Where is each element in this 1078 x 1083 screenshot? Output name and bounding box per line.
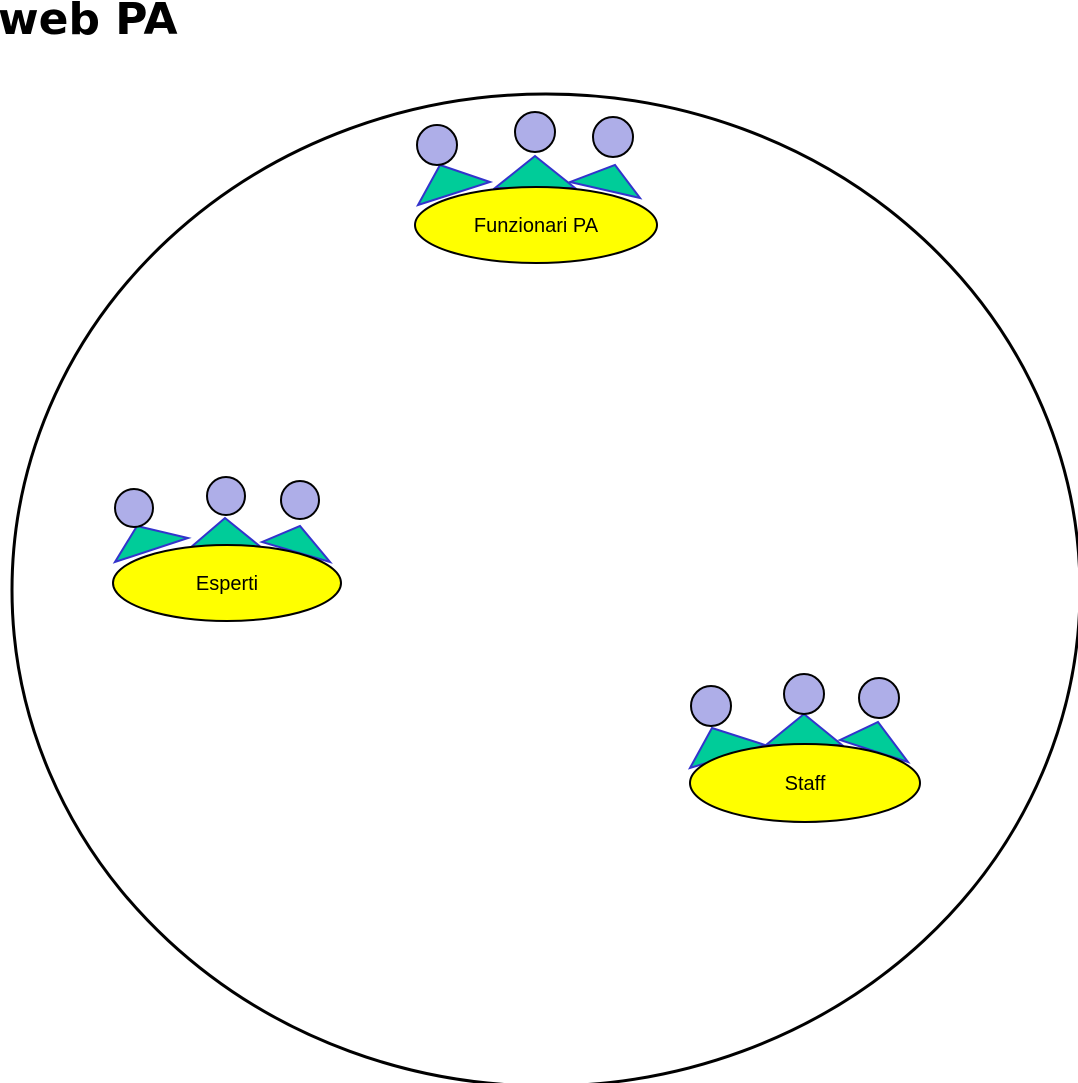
people-group-icon [415, 111, 643, 207]
page-title: web PA [0, 0, 178, 45]
group-ellipse [414, 186, 658, 264]
person-body-icon [112, 524, 192, 564]
group-funzionari: Funzionari PA [414, 111, 658, 264]
person-head-icon [280, 480, 320, 520]
person-head-icon [592, 116, 634, 158]
group-staff: Staff [687, 673, 921, 823]
community-circle [10, 92, 1078, 1083]
person-head-icon [783, 673, 825, 715]
person-body-icon [415, 163, 494, 207]
person-head-icon [416, 124, 458, 166]
group-ellipse [689, 743, 921, 823]
group-label: Staff [785, 773, 826, 795]
person-head-icon [206, 476, 246, 516]
person-head-icon [690, 685, 732, 727]
person-head-icon [114, 488, 154, 528]
person-body-icon [492, 154, 578, 189]
person-head-icon [858, 677, 900, 719]
person-body-icon [763, 712, 845, 746]
group-ellipse [112, 544, 342, 622]
group-esperti: Esperti [112, 476, 342, 622]
group-label: Funzionari PA [474, 215, 599, 237]
person-body-icon [187, 516, 265, 549]
people-group-icon [687, 673, 911, 770]
person-head-icon [514, 111, 556, 153]
person-body-icon [566, 163, 643, 200]
people-group-icon [112, 476, 333, 564]
group-label: Esperti [196, 573, 258, 595]
